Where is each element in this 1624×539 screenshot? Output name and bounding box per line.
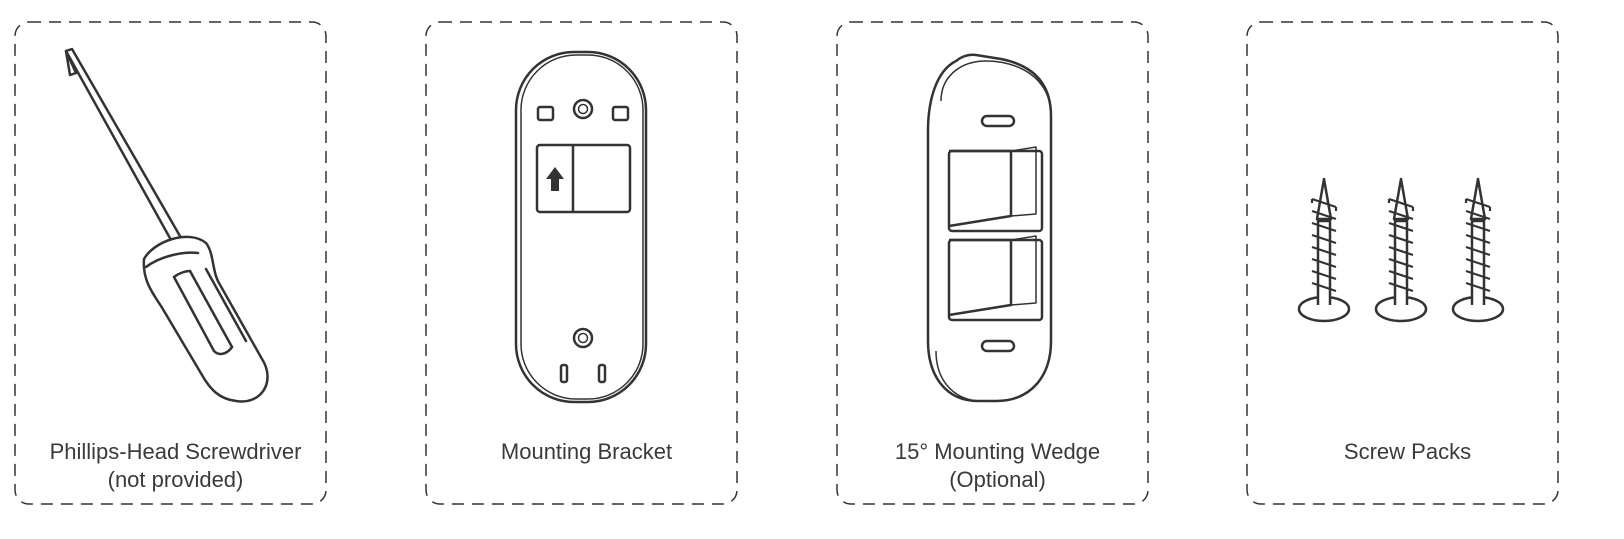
caption-line-1: 15° Mounting Wedge	[894, 439, 1101, 464]
caption-line-2: (not provided)	[107, 467, 244, 492]
caption-screwdriver: Phillips-Head Screwdriver (not provided)	[14, 438, 337, 494]
screws-icon	[1297, 177, 1505, 323]
item-card-screw-packs: Screw Packs	[1246, 21, 1569, 525]
caption-mounting-bracket: Mounting Bracket	[425, 438, 748, 466]
caption-line-1: Phillips-Head Screwdriver	[49, 439, 302, 464]
caption-screw-packs: Screw Packs	[1246, 438, 1569, 466]
item-card-mounting-bracket: Mounting Bracket	[425, 21, 748, 525]
mounting-wedge-icon	[926, 53, 1053, 403]
caption-line-1: Screw Packs	[1343, 439, 1472, 464]
dashed-border	[14, 21, 327, 505]
caption-mounting-wedge: 15° Mounting Wedge (Optional)	[836, 438, 1159, 494]
dashed-border	[1246, 21, 1559, 505]
dashed-border	[836, 21, 1149, 505]
caption-line-1: Mounting Bracket	[500, 439, 673, 464]
screwdriver-icon	[64, 47, 269, 403]
dashed-border	[425, 21, 738, 505]
item-card-mounting-wedge: 15° Mounting Wedge (Optional)	[836, 21, 1159, 525]
caption-line-2: (Optional)	[949, 467, 1046, 492]
mounting-bracket-icon	[514, 50, 648, 404]
item-card-screwdriver: Phillips-Head Screwdriver (not provided)	[14, 21, 337, 525]
